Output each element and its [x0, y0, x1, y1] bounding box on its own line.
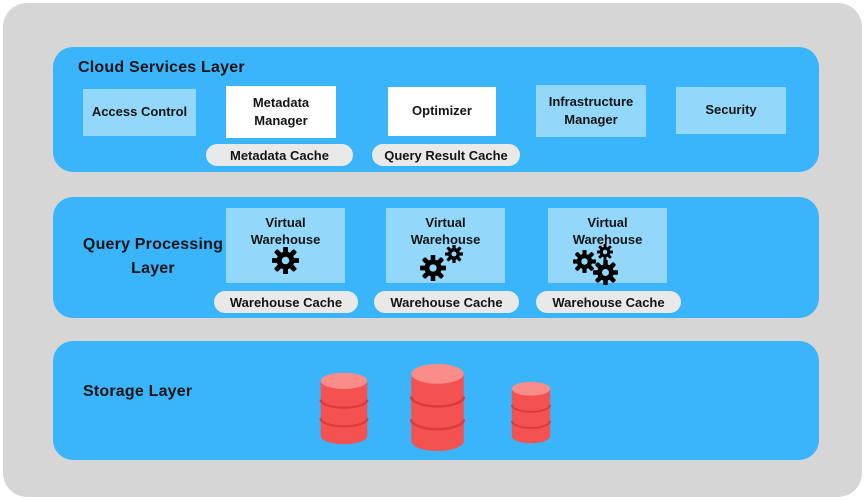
- storage-layer-title: Storage Layer: [83, 383, 193, 400]
- query-processing-title-line2: Layer: [131, 260, 175, 277]
- gear-icon: [597, 244, 613, 260]
- virtual-warehouse-box-1: Virtual Warehouse: [226, 208, 345, 283]
- query-processing-title-line1: Query Processing: [82, 236, 224, 253]
- database-icon: [316, 372, 372, 445]
- warehouse-cache-pill-3: Warehouse Cache: [536, 291, 681, 313]
- box-optimizer: Optimizer: [388, 87, 496, 136]
- box-security: Security: [676, 87, 786, 134]
- query-result-cache-pill: Query Result Cache: [372, 144, 520, 166]
- virtual-warehouse-box-3: Virtual Warehouse: [548, 208, 667, 283]
- gear-icon: [272, 247, 299, 274]
- warehouse-cache-pill-2: Warehouse Cache: [374, 291, 519, 313]
- database-icon: [406, 363, 469, 452]
- virtual-warehouse-box-2: Virtual Warehouse: [386, 208, 505, 283]
- gear-icon: [445, 245, 463, 263]
- query-processing-layer-title: Query Processing Layer: [73, 233, 233, 281]
- gear-icon: [420, 255, 446, 281]
- virtual-warehouse-label: Virtual Warehouse: [572, 215, 643, 247]
- metadata-cache-pill: Metadata Cache: [206, 144, 353, 166]
- virtual-warehouse-label: Virtual Warehouse: [250, 215, 321, 247]
- storage-layer: Storage Layer: [53, 341, 819, 460]
- box-access-control: Access Control: [83, 89, 196, 136]
- database-icon: [508, 381, 554, 444]
- virtual-warehouse-label: Virtual Warehouse: [410, 215, 481, 247]
- cloud-services-layer-title: Cloud Services Layer: [78, 59, 245, 76]
- box-infrastructure-manager: Infrastructure Manager: [536, 85, 646, 137]
- query-processing-layer: Query Processing Layer Virtual Warehouse…: [53, 197, 819, 318]
- warehouse-cache-pill-1: Warehouse Cache: [214, 291, 358, 313]
- cloud-services-layer: Cloud Services Layer Access Control Meta…: [53, 47, 819, 172]
- gear-icon: [593, 260, 618, 285]
- diagram-background: Cloud Services Layer Access Control Meta…: [3, 3, 862, 497]
- box-metadata-manager: Metadata Manager: [226, 86, 336, 138]
